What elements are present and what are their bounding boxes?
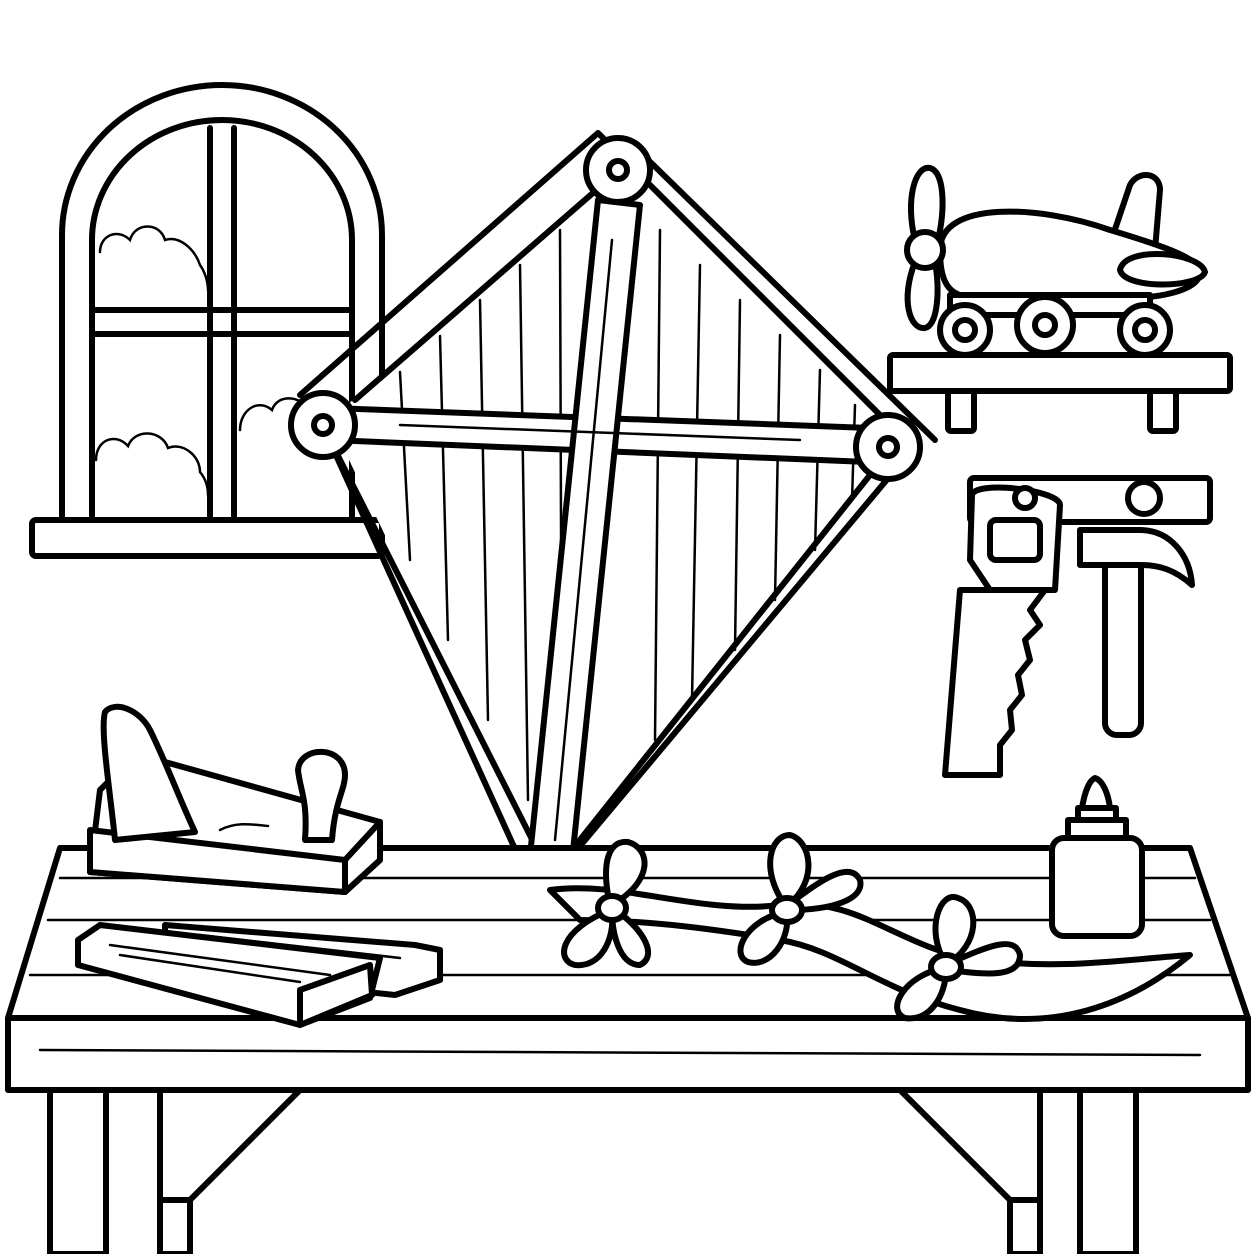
plank-grain [108,933,402,984]
window-mullions [89,125,355,523]
kite-spar-grain [398,238,802,842]
hammer-icon [1077,479,1195,738]
ribbon-with-bows [547,832,1193,1022]
cloud-icon [94,225,312,497]
window-inner-frame [89,117,355,523]
kite-joint-right [853,412,923,482]
hand-saw-icon [942,484,1063,778]
bow-left [561,838,652,969]
bow-right [894,894,1023,1022]
bow-middle [737,832,864,966]
window-sill [29,517,385,559]
hand-plane-tool [87,703,383,895]
airplane-wheels [937,292,1173,358]
wall-shelf [887,352,1233,434]
glue-bottle-icon [1049,775,1145,939]
kite-joint-top [583,135,653,205]
wood-planks [75,922,443,1028]
kite-joint-left [288,390,358,460]
kite [288,130,938,922]
window-outer-frame [59,82,385,523]
arched-window [29,82,385,559]
toy-airplane [904,164,1208,358]
kite-frame [297,130,938,873]
